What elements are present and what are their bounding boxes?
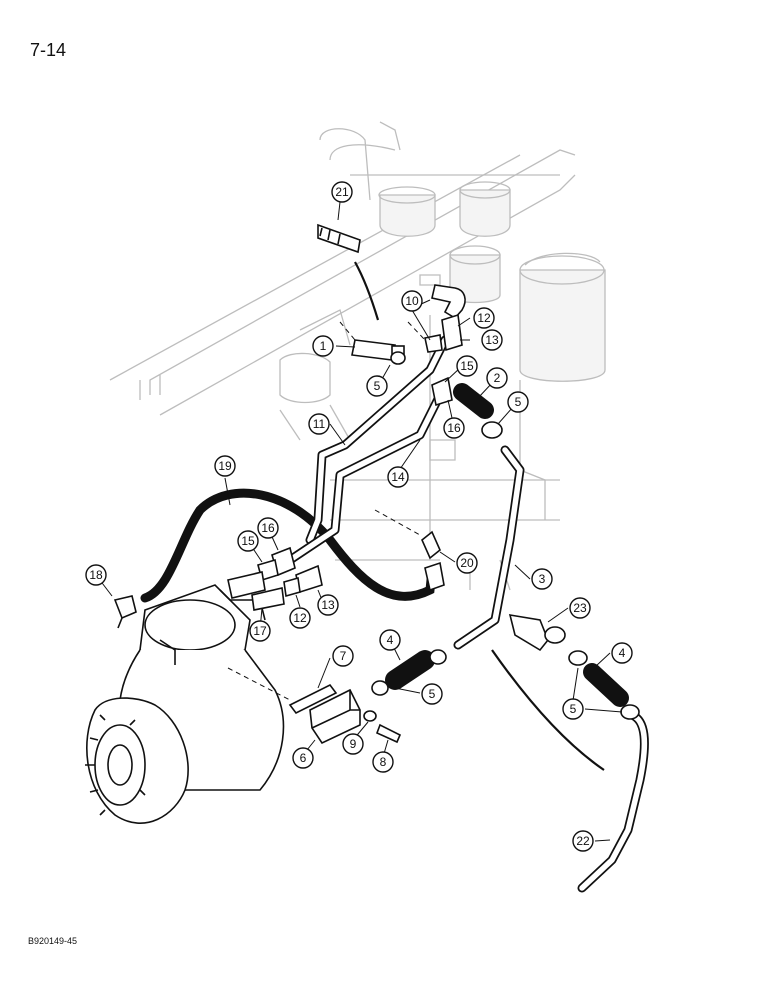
callout-3-label: 3 (539, 572, 546, 586)
callout-21: 21 (331, 181, 353, 203)
callout-5-lower-left: 5 (421, 683, 443, 705)
callout-13-top: 13 (481, 329, 503, 351)
elbow-fitting-10 (431, 284, 466, 320)
callout-15-mid-label: 15 (241, 534, 255, 548)
fitting-23 (508, 614, 566, 652)
callout-2-label: 2 (494, 371, 501, 385)
callout-2: 2 (486, 367, 508, 389)
callout-13-top-label: 13 (485, 333, 499, 347)
hose-19 (140, 488, 437, 603)
callout-16-top: 16 (443, 417, 465, 439)
fitting-15-top (431, 376, 453, 407)
callout-19: 19 (214, 455, 236, 477)
callout-3: 3 (531, 568, 553, 590)
fitting-12-mid (283, 576, 301, 598)
callout-16-top-label: 16 (447, 421, 461, 435)
fitting-13-top (441, 313, 463, 352)
callout-15-top-label: 15 (460, 359, 474, 373)
clamp-5-right (481, 421, 503, 439)
callout-16-mid-label: 16 (261, 521, 275, 535)
callout-8: 8 (372, 751, 394, 773)
callout-11: 11 (308, 413, 330, 435)
callout-14: 14 (387, 466, 409, 488)
tube-11 (305, 335, 450, 545)
elbow-fitting-20 (421, 530, 445, 592)
callouts: 21 10 12 13 1 5 15 2 (85, 181, 633, 852)
fitting-17 (227, 571, 285, 611)
elbow-fitting-18 (113, 595, 137, 629)
callout-20-label: 20 (460, 556, 474, 570)
clamp-5-lower-right (568, 650, 640, 720)
tube-14 (285, 390, 445, 565)
washer-9 (363, 710, 377, 722)
callout-12-top: 12 (473, 307, 495, 329)
callout-5-lower-right-label: 5 (570, 702, 577, 716)
callout-12-mid: 12 (289, 607, 311, 629)
callout-9-label: 9 (350, 737, 357, 751)
callout-7-label: 7 (340, 649, 347, 663)
callout-17: 17 (249, 620, 271, 642)
callout-6: 6 (292, 747, 314, 769)
tube-22 (577, 710, 649, 893)
callout-15-mid: 15 (237, 530, 259, 552)
callout-4-right-label: 4 (619, 646, 626, 660)
callout-13-mid: 13 (317, 594, 339, 616)
callout-5-right: 5 (507, 391, 529, 413)
bolt-8 (375, 723, 402, 744)
callout-5-top-label: 5 (374, 379, 381, 393)
callout-5-lower-left-label: 5 (429, 687, 436, 701)
callout-5-lower-right: 5 (562, 698, 584, 720)
hose-4-right (583, 663, 629, 707)
callout-14-label: 14 (391, 470, 405, 484)
clamp-5-top (390, 351, 406, 365)
callout-23-label: 23 (573, 601, 587, 615)
hose-2 (453, 383, 494, 419)
fitting-10b (424, 334, 443, 353)
tube-3 (453, 445, 525, 650)
callout-12-top-label: 12 (477, 311, 491, 325)
figure-code: B920149-45 (28, 936, 78, 946)
callout-21-label: 21 (335, 185, 349, 199)
callout-16-mid: 16 (257, 517, 279, 539)
callout-6-label: 6 (300, 751, 307, 765)
callout-22-label: 22 (576, 834, 590, 848)
callout-18: 18 (85, 564, 107, 586)
gasket-7 (288, 683, 338, 715)
callout-13-mid-label: 13 (321, 598, 335, 612)
air-compressor (85, 584, 285, 824)
callout-11-label: 11 (313, 417, 326, 431)
callout-1: 1 (312, 335, 334, 357)
callout-8-label: 8 (380, 755, 387, 769)
hose-4-left (385, 650, 435, 690)
callout-12-mid-label: 12 (293, 611, 307, 625)
callout-20: 20 (456, 552, 478, 574)
callout-15-top: 15 (456, 355, 478, 377)
page-number: 7-14 (30, 40, 67, 60)
callout-4-right: 4 (611, 642, 633, 664)
fitting-21 (317, 223, 361, 254)
callout-23: 23 (569, 597, 591, 619)
callout-4-left: 4 (379, 629, 401, 651)
callout-9: 9 (342, 733, 364, 755)
callout-10: 10 (401, 290, 423, 312)
callout-4-left-label: 4 (387, 633, 394, 647)
clamp-5-lower-left (371, 649, 447, 696)
leader-lines (95, 201, 623, 842)
callout-1-label: 1 (320, 339, 327, 353)
callout-10-label: 10 (405, 294, 419, 308)
callout-19-label: 19 (218, 459, 232, 473)
callout-18-label: 18 (89, 568, 103, 582)
callout-17-label: 17 (253, 624, 267, 638)
callout-7: 7 (332, 645, 354, 667)
callout-22: 22 (572, 830, 594, 852)
callout-5-right-label: 5 (515, 395, 522, 409)
block-6 (309, 688, 361, 745)
callout-5-top: 5 (366, 375, 388, 397)
